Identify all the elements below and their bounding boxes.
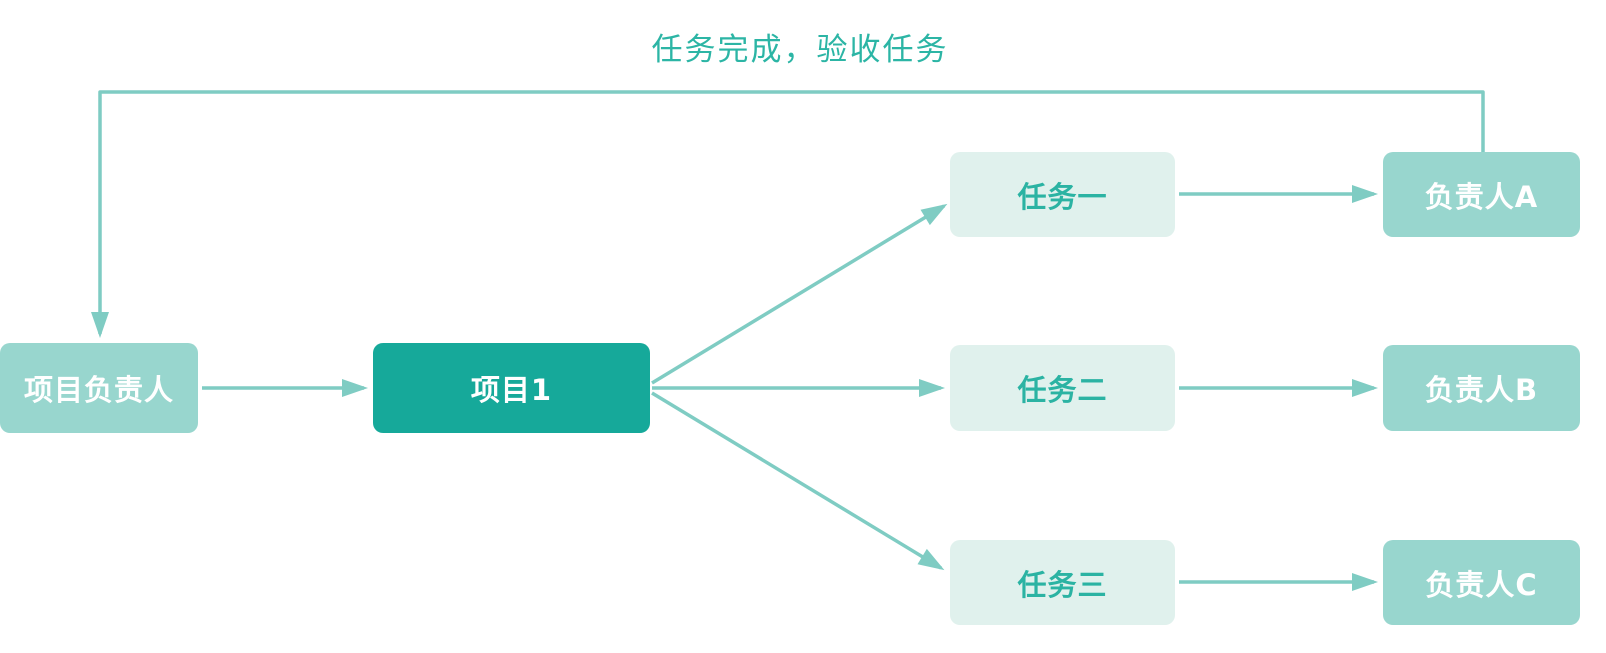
- edge-project1-task3: [651, 391, 945, 571]
- node-project-manager: 项目负责人: [0, 343, 198, 433]
- node-ownerB: 负责人B: [1383, 345, 1580, 431]
- node-task1: 任务一: [950, 152, 1175, 237]
- feedback-edge-label: 任务完成，验收任务: [651, 32, 949, 68]
- edge-project1-task1: [651, 203, 948, 385]
- node-task2: 任务二: [950, 345, 1175, 431]
- node-ownerA: 负责人A: [1383, 152, 1580, 237]
- node-ownerC: 负责人C: [1383, 540, 1580, 625]
- edge-ownerA-project-manager: [91, 90, 1485, 338]
- node-task3: 任务三: [950, 540, 1175, 625]
- node-project1: 项目1: [373, 343, 650, 433]
